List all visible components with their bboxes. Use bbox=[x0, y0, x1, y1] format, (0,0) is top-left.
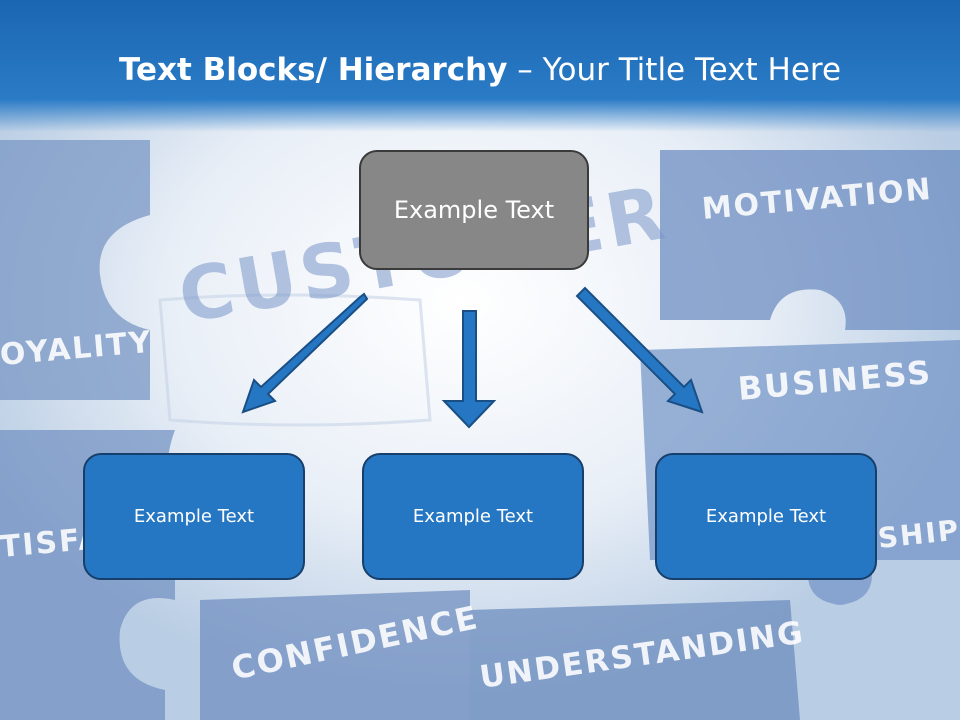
title-regular-text: – Your Title Text Here bbox=[507, 52, 842, 88]
child-node-left[interactable]: Example Text bbox=[83, 453, 305, 580]
title-bold-text: Text Blocks/ Hierarchy bbox=[118, 52, 508, 88]
slide-title: Text Blocks/ Hierarchy – Your Title Text… bbox=[0, 52, 960, 88]
child-node-label: Example Text bbox=[133, 506, 255, 527]
child-node-label: Example Text bbox=[705, 506, 827, 527]
puzzle-piece-left bbox=[0, 140, 150, 400]
child-node-center[interactable]: Example Text bbox=[362, 453, 584, 580]
top-node[interactable]: Example Text bbox=[359, 150, 589, 270]
top-node-label: Example Text bbox=[393, 196, 555, 224]
puzzle-piece-bottom bbox=[200, 590, 470, 720]
child-node-label: Example Text bbox=[412, 506, 534, 527]
puzzle-piece-right bbox=[660, 150, 960, 330]
puzzle-piece-bottom-right bbox=[470, 600, 800, 720]
title-bar: Text Blocks/ Hierarchy – Your Title Text… bbox=[0, 0, 960, 132]
child-node-right[interactable]: Example Text bbox=[655, 453, 877, 580]
